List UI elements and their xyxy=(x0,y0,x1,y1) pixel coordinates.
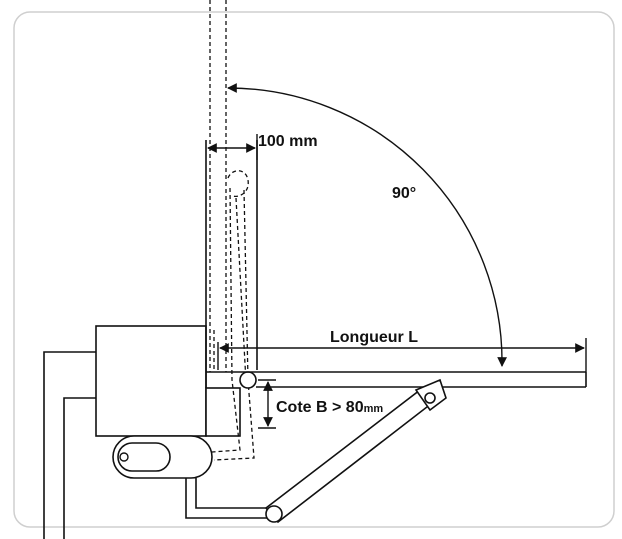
dimension-length-L xyxy=(217,338,587,372)
dimension-cote-B xyxy=(258,379,276,429)
label-cote-B: Cote B > 80mm xyxy=(276,399,383,416)
dimension-100mm xyxy=(207,134,258,160)
label-90-degrees: 90° xyxy=(392,185,416,202)
label-cote-B-prefix: Cote B > 80 xyxy=(276,399,364,416)
hinge-pivot xyxy=(239,371,257,389)
label-length-L: Longueur L xyxy=(330,329,418,346)
diagram-border xyxy=(13,11,615,528)
angle-arc-90 xyxy=(227,83,508,367)
motor-housing xyxy=(95,325,241,437)
label-cote-B-unit: mm xyxy=(364,403,384,415)
label-100mm: 100 mm xyxy=(258,133,318,150)
articulated-arm xyxy=(185,378,447,524)
wall xyxy=(43,351,96,539)
motor-cylinder xyxy=(112,435,213,479)
gate-leaf-open-dashed xyxy=(209,0,227,372)
gate-leaf-open-horizontal xyxy=(206,371,587,388)
